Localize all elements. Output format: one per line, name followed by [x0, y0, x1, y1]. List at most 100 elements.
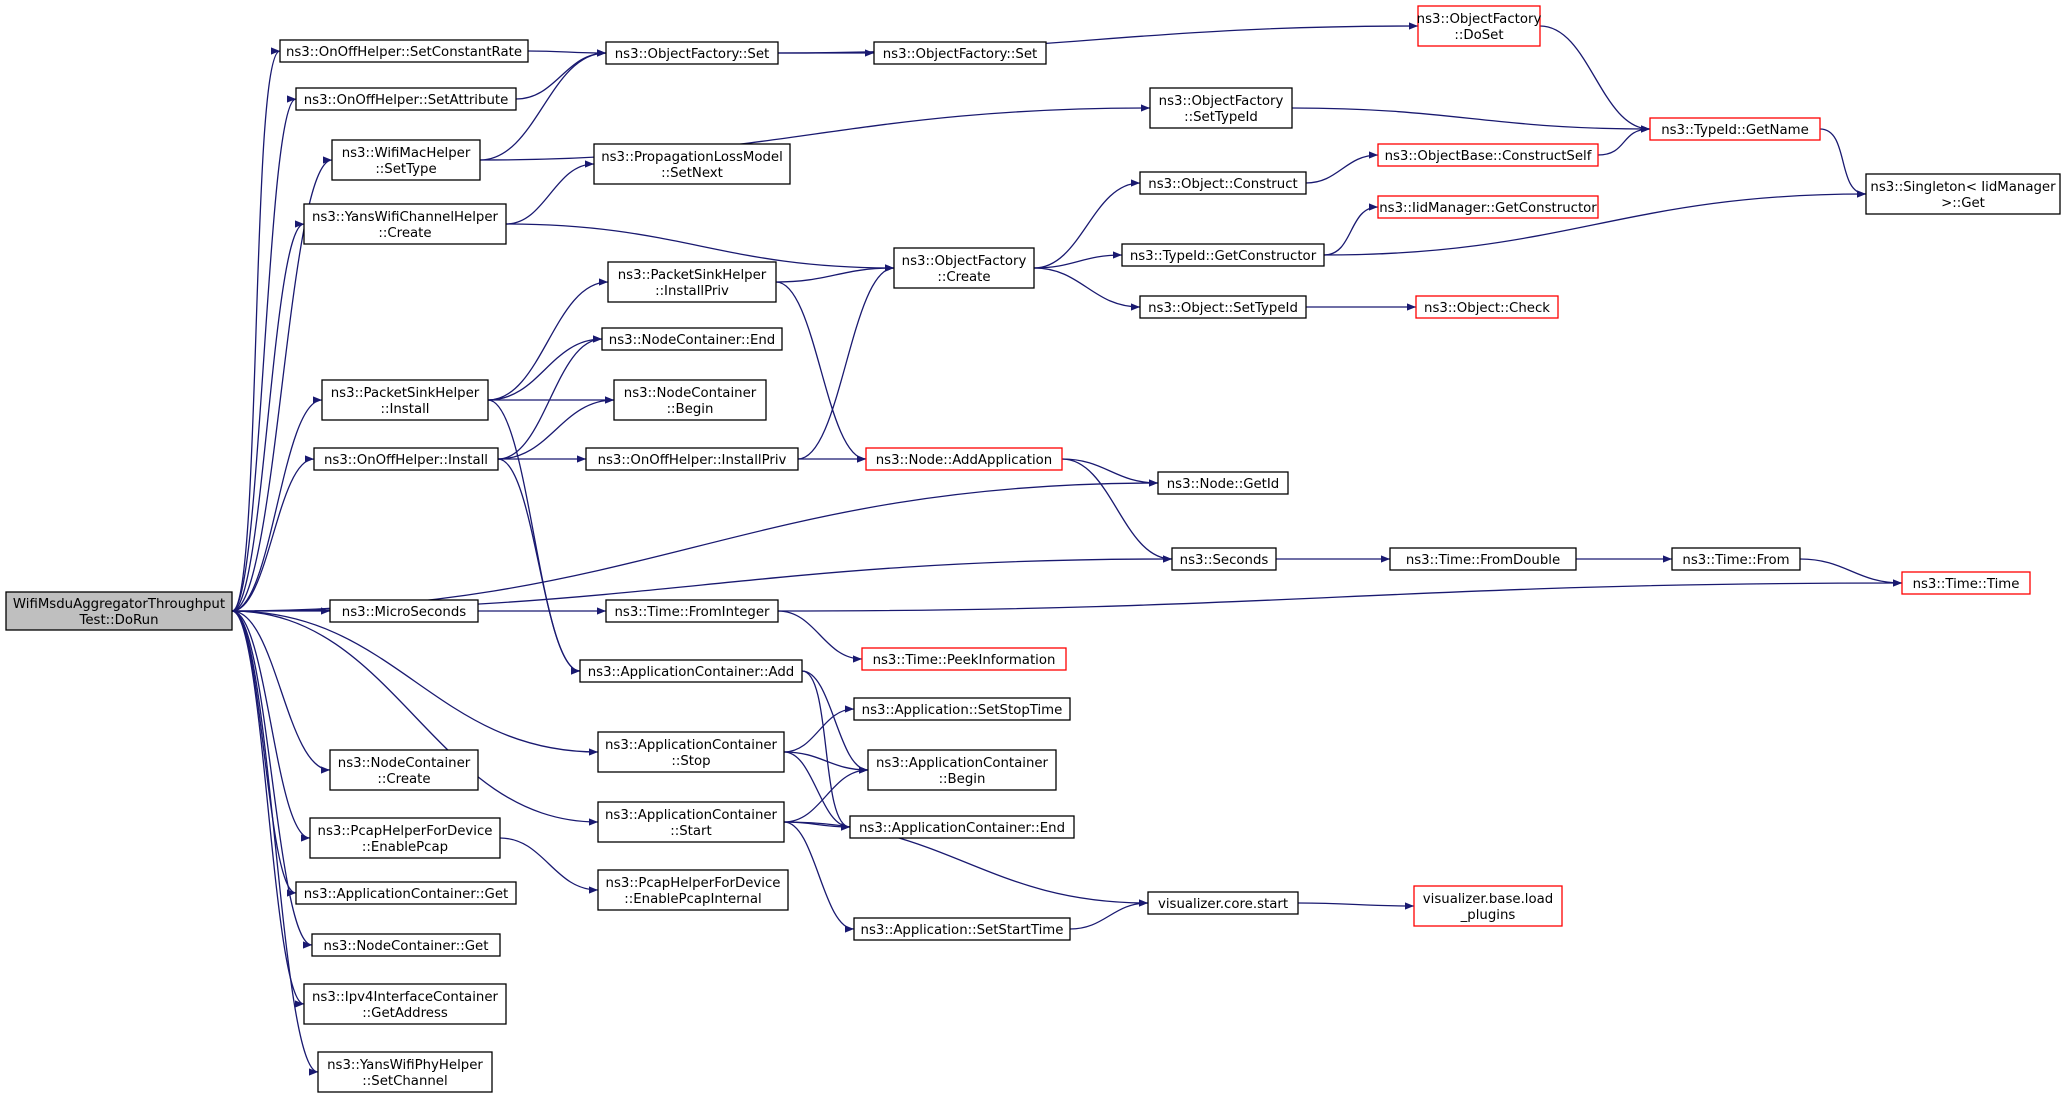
- node-box: [295, 881, 517, 905]
- node-time_peek[interactable]: ns3::Time::PeekInformation: [861, 647, 1067, 671]
- node-pktsink_installpriv[interactable]: ns3::PacketSinkHelper::InstallPriv: [607, 261, 777, 303]
- node-box: [853, 697, 1071, 721]
- node-label: ::GetAddress: [362, 1006, 448, 1021]
- node-app_setstop[interactable]: ns3::Application::SetStopTime: [853, 697, 1071, 721]
- node-node_getid[interactable]: ns3::Node::GetId: [1157, 471, 1289, 495]
- edge-path: [231, 610, 305, 1008]
- node-pcap_enable[interactable]: ns3::PcapHelperForDevice::EnablePcap: [309, 817, 501, 859]
- edge-path: [1819, 128, 1867, 198]
- edge-path: [1033, 267, 1141, 311]
- node-nodecont_create[interactable]: ns3::NodeContainer::Create: [329, 749, 479, 791]
- node-box: [1149, 87, 1293, 129]
- node-label: ::SetChannel: [362, 1074, 447, 1089]
- node-object_settypeid[interactable]: ns3::Object::SetTypeId: [1139, 295, 1307, 319]
- node-box: [893, 247, 1035, 289]
- edge-node_addapp-to-node_getid: [1061, 458, 1159, 487]
- node-onoff_setattr[interactable]: ns3::OnOffHelper::SetAttribute: [295, 87, 517, 111]
- edge-path: [1323, 190, 1867, 256]
- edge-path: [497, 458, 581, 675]
- node-objfact_create[interactable]: ns3::ObjectFactory::Create: [893, 247, 1035, 289]
- node-label: ns3::PropagationLossModel: [601, 150, 783, 165]
- node-box: [1147, 891, 1299, 915]
- node-vis_core_start[interactable]: visualizer.core.start: [1147, 891, 1299, 915]
- node-label: visualizer.core.start: [1158, 897, 1288, 912]
- edge-node_addapp-to-seconds: [1061, 458, 1173, 563]
- node-proploss_setnext[interactable]: ns3::PropagationLossModel::SetNext: [593, 143, 791, 185]
- edge-path: [1597, 125, 1651, 156]
- node-box: [1139, 295, 1307, 319]
- node-object_check[interactable]: ns3::Object::Check: [1415, 295, 1559, 319]
- node-vis_base_load[interactable]: visualizer.base.load_plugins: [1413, 885, 1563, 927]
- node-object_construct[interactable]: ns3::Object::Construct: [1139, 171, 1307, 195]
- node-appcont_start[interactable]: ns3::ApplicationContainer::Start: [597, 801, 785, 843]
- node-onoff_installpriv[interactable]: ns3::OnOffHelper::InstallPriv: [585, 447, 799, 471]
- node-nodecont_end[interactable]: ns3::NodeContainer::End: [601, 327, 783, 351]
- node-box: [1377, 195, 1599, 219]
- edge-root-to-pcap_enable: [231, 610, 311, 842]
- node-box: [605, 41, 779, 65]
- node-time_from[interactable]: ns3::Time::From: [1671, 547, 1801, 571]
- edge-root-to-appcont_get: [231, 610, 297, 897]
- node-label: ns3::Object::Construct: [1148, 177, 1297, 192]
- edge-path: [505, 160, 595, 225]
- edge-path: [487, 278, 609, 401]
- node-label: ::DoSet: [1454, 28, 1503, 43]
- node-ipv4_getaddr[interactable]: ns3::Ipv4InterfaceContainer::GetAddress: [303, 983, 507, 1025]
- node-label: ns3::YansWifiPhyHelper: [327, 1058, 483, 1073]
- node-objfact_set[interactable]: ns3::ObjectFactory::Set: [605, 41, 779, 65]
- node-box: [613, 379, 767, 421]
- node-appcont_stop[interactable]: ns3::ApplicationContainer::Stop: [597, 731, 785, 773]
- edge-path: [777, 579, 1903, 612]
- node-label: ns3::ObjectFactory: [902, 254, 1027, 269]
- edge-appcont_stop-to-appcont_end: [783, 751, 851, 831]
- node-appcont_end[interactable]: ns3::ApplicationContainer::End: [849, 815, 1075, 839]
- edge-root-to-nodecont_get: [231, 610, 313, 949]
- node-typeid_getctor[interactable]: ns3::TypeId::GetConstructor: [1121, 243, 1325, 267]
- node-yanschan_create[interactable]: ns3::YansWifiChannelHelper::Create: [303, 203, 507, 245]
- node-app_setstart[interactable]: ns3::Application::SetStartTime: [853, 917, 1071, 941]
- node-box: [1649, 117, 1821, 141]
- node-label: ns3::Time::FromInteger: [614, 605, 770, 620]
- node-label: ns3::WifiMacHelper: [342, 146, 471, 161]
- node-appcont_begin[interactable]: ns3::ApplicationContainer::Begin: [867, 749, 1057, 791]
- node-iidmgr_getctor[interactable]: ns3::IidManager::GetConstructor: [1377, 195, 1599, 219]
- node-objbase_constructself[interactable]: ns3::ObjectBase::ConstructSelf: [1377, 143, 1599, 167]
- node-onoff_install[interactable]: ns3::OnOffHelper::Install: [313, 447, 499, 471]
- node-nodecont_get[interactable]: ns3::NodeContainer::Get: [311, 933, 501, 957]
- node-singleton_get[interactable]: ns3::Singleton< IidManager>::Get: [1865, 173, 2061, 215]
- node-label: ns3::Node::GetId: [1167, 477, 1280, 492]
- node-time_time[interactable]: ns3::Time::Time: [1901, 571, 2031, 595]
- node-appcont_add[interactable]: ns3::ApplicationContainer::Add: [579, 659, 803, 683]
- node-box: [1865, 173, 2061, 215]
- edge-time_fromint-to-time_peek: [777, 610, 863, 663]
- node-label: ns3::OnOffHelper::SetAttribute: [304, 93, 509, 108]
- node-time_fromint[interactable]: ns3::Time::FromInteger: [605, 599, 779, 623]
- edge-path: [783, 821, 1149, 907]
- node-node_addapp[interactable]: ns3::Node::AddApplication: [865, 447, 1063, 471]
- node-typeid_getname[interactable]: ns3::TypeId::GetName: [1649, 117, 1821, 141]
- node-seconds[interactable]: ns3::Seconds: [1171, 547, 1277, 571]
- node-objfact_doset[interactable]: ns3::ObjectFactory::DoSet: [1417, 5, 1542, 47]
- node-pktsink_install[interactable]: ns3::PacketSinkHelper::Install: [321, 379, 489, 421]
- node-appcont_get[interactable]: ns3::ApplicationContainer::Get: [295, 881, 517, 905]
- edge-path: [515, 49, 607, 100]
- node-yansphy_setchan[interactable]: ns3::YansWifiPhyHelper::SetChannel: [317, 1051, 493, 1093]
- node-nodecont_begin[interactable]: ns3::NodeContainer::Begin: [613, 379, 767, 421]
- node-label: ns3::ObjectFactory: [1417, 12, 1542, 27]
- node-time_fromdouble[interactable]: ns3::Time::FromDouble: [1389, 547, 1577, 571]
- node-box: [309, 817, 501, 859]
- node-label: ::Stop: [671, 754, 710, 769]
- node-pcap_enableinternal[interactable]: ns3::PcapHelperForDevice::EnablePcapInte…: [597, 869, 789, 911]
- edge-path: [231, 156, 333, 612]
- node-box: [1121, 243, 1325, 267]
- node-objfact_set2[interactable]: ns3::ObjectFactory::Set: [873, 41, 1047, 65]
- edge-time_fromint-to-time_time: [777, 579, 1903, 612]
- node-microseconds[interactable]: ns3::MicroSeconds: [329, 599, 479, 623]
- node-objfact_settypeid[interactable]: ns3::ObjectFactory::SetTypeId: [1149, 87, 1293, 129]
- node-label: ::Start: [670, 824, 711, 839]
- edge-path: [801, 670, 869, 774]
- node-box: [303, 983, 507, 1025]
- node-onoff_setconst[interactable]: ns3::OnOffHelper::SetConstantRate: [279, 39, 529, 63]
- node-wifimac_settype[interactable]: ns3::WifiMacHelper::SetType: [331, 139, 481, 181]
